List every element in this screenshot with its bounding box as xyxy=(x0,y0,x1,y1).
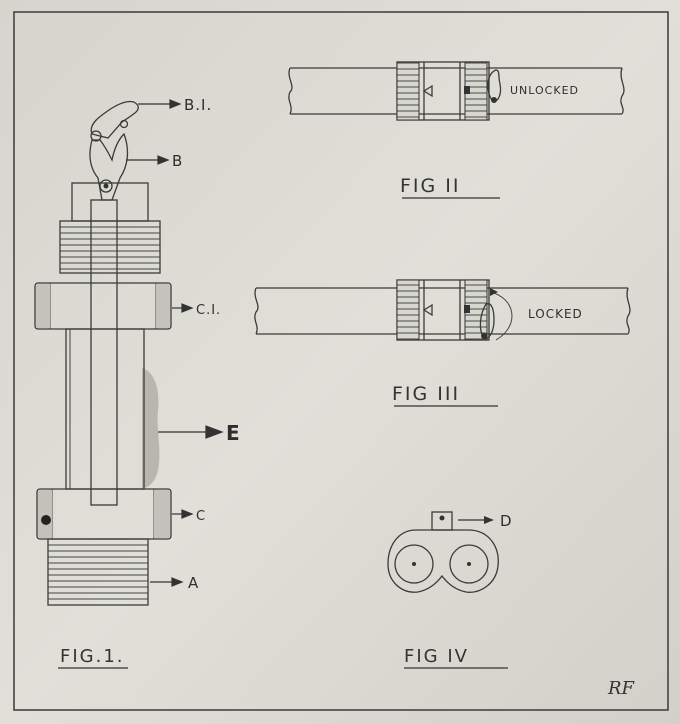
fig4-title: FIG IV xyxy=(404,646,469,667)
fig1-leaders xyxy=(126,99,224,587)
fig1-upper-thread xyxy=(59,220,161,274)
fig1-label-a: A xyxy=(188,574,199,592)
fig3-locked-coupling: LOCKED FIG III xyxy=(254,279,631,407)
fig1-title: FIG.1. xyxy=(60,646,125,667)
fig2-clip xyxy=(487,69,502,102)
fig1-nut-c1 xyxy=(34,282,172,330)
fig2-unlocked-coupling: UNLOCKED FIG II xyxy=(288,61,625,199)
fig1-nut-c xyxy=(36,488,172,540)
fig1-lever-b1 xyxy=(90,100,139,142)
fig1-label-b: B xyxy=(172,152,183,170)
fig3-state-label: LOCKED xyxy=(528,307,583,321)
fig3-title: FIG III xyxy=(392,383,460,405)
fig2-state-label: UNLOCKED xyxy=(510,84,579,97)
fig1-label-e: E xyxy=(226,421,241,445)
fig1-valve-assembly: B.I. B C.I. E C A FIG.1. xyxy=(34,96,241,669)
fig1-label-c: C xyxy=(196,509,206,524)
fig2-title: FIG II xyxy=(400,175,461,197)
fig4-end-plate: D FIG IV xyxy=(387,511,513,669)
fig1-shaded-region-e xyxy=(142,368,160,488)
fig3-clip xyxy=(479,303,495,339)
signature: RF xyxy=(607,678,636,699)
fig1-label-b1: B.I. xyxy=(184,96,212,114)
fig1-link-b xyxy=(89,132,129,201)
fig1-lower-thread-a xyxy=(47,538,149,606)
drawing-border xyxy=(13,11,669,711)
fig4-plate xyxy=(387,529,499,593)
fig4-label-d: D xyxy=(500,512,513,530)
fig1-label-c1: C.I. xyxy=(196,303,221,318)
